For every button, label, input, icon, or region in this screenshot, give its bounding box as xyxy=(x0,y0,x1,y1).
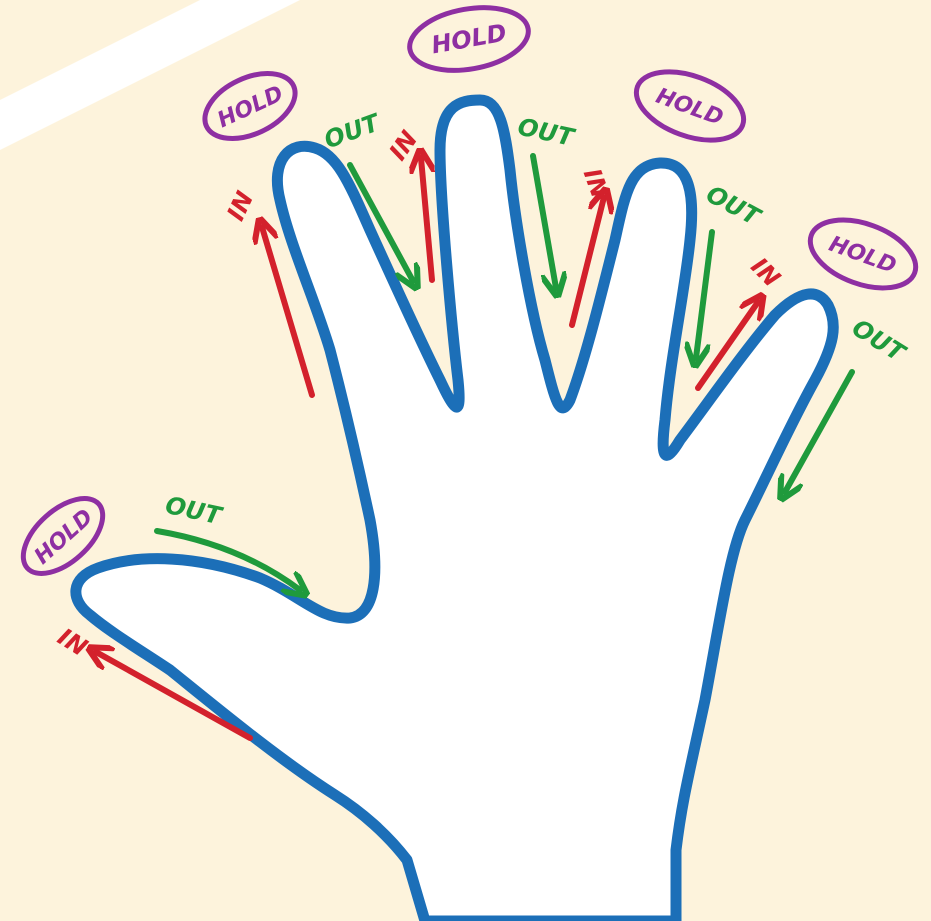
index-out-label: OUT xyxy=(321,108,385,154)
middle-hold-label: HOLD xyxy=(429,19,508,60)
middle-in-arrow xyxy=(421,158,432,280)
index-in-label: IN xyxy=(222,187,260,225)
thumb-out-label: OUT xyxy=(163,491,225,530)
pinky-hold-badge: HOLD xyxy=(801,207,925,301)
middle-out-arrow xyxy=(533,156,556,288)
ring-out-label: OUT xyxy=(702,180,766,232)
middle-in-label: IN xyxy=(384,126,424,166)
ring-hold-badge: HOLD xyxy=(627,59,753,154)
thumb-hold-label: HOLD xyxy=(30,505,98,570)
ring-in-label: IN xyxy=(578,165,614,202)
middle-out-label: OUT xyxy=(515,113,577,152)
ring-out-arrow xyxy=(696,232,712,358)
thumb-in-label: IN xyxy=(53,623,92,662)
pinky-in-label: IN xyxy=(745,252,785,292)
pinky-out-label: OUT xyxy=(847,314,911,368)
middle-hold-badge: HOLD xyxy=(405,0,534,79)
index-hold-badge: HOLD xyxy=(195,60,306,151)
